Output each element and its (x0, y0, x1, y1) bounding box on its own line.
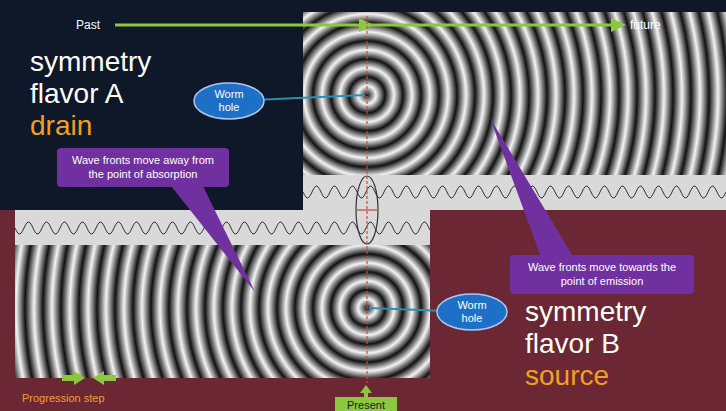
cross-mark (357, 209, 377, 210)
callout-text: Wave fronts move towards the point of em… (518, 260, 686, 289)
symmetry-kind: drain (30, 110, 92, 141)
timeline-label: future (630, 18, 661, 32)
present-line (366, 16, 367, 383)
symmetry-title-block: symmetry flavor A (30, 46, 180, 110)
arrow-head (93, 371, 104, 385)
symmetry-title: symmetry flavor A (30, 46, 151, 109)
legend-note: Progression step (22, 392, 105, 404)
ellipse-shape (437, 294, 507, 330)
legend-note-block: Progression step (22, 391, 162, 405)
marker-text: Present (347, 398, 385, 411)
timeline-label-block: future (630, 18, 690, 32)
wormhole-ellipse: Worm hole (193, 82, 265, 120)
callout-text: Wave fronts move away from the point of … (65, 153, 221, 182)
ellipse-text: Worm hole (207, 88, 251, 113)
wormhole-ellipse: Worm hole (436, 293, 508, 331)
timeline-label: Past (76, 18, 100, 32)
arrow-head (611, 18, 626, 32)
ellipse-shape (194, 83, 264, 119)
symmetry-kind: source (525, 360, 609, 391)
arrow-shaft (103, 375, 116, 381)
symmetry-kind-block: source (525, 360, 675, 392)
arrow-shaft (62, 375, 75, 381)
arrow-head (74, 371, 85, 385)
ellipse-text: Worm hole (450, 299, 494, 324)
callout-box: Wave fronts move towards the point of em… (510, 255, 694, 294)
arrow-head (359, 18, 374, 32)
callout-pointer (490, 118, 580, 268)
lower-ground (0, 210, 726, 411)
present-marker: Present (335, 397, 397, 411)
arrow-head (360, 385, 372, 393)
symmetry-title-block: symmetry flavor B (525, 296, 675, 360)
timeline-label-block: Past (76, 18, 116, 32)
symmetry-kind-block: drain (30, 110, 180, 142)
callout-box: Wave fronts move away from the point of … (57, 148, 229, 187)
ring-pattern (15, 245, 430, 378)
callout-pointer (160, 172, 255, 292)
symmetry-title: symmetry flavor B (525, 296, 646, 359)
